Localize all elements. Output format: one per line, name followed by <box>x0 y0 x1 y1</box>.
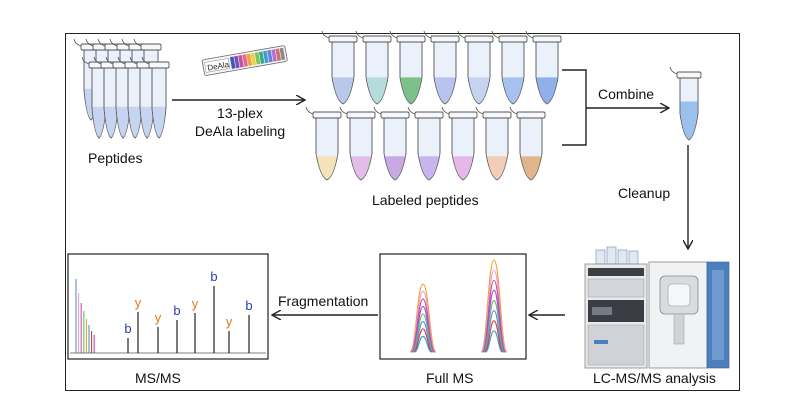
kit-stripe <box>246 53 253 67</box>
fragment-ion-label: y <box>226 314 233 329</box>
kit-stripe <box>234 55 240 69</box>
kit-stripe <box>263 50 269 64</box>
msms-panel <box>67 253 269 360</box>
lcms-label: LC-MS/MS analysis <box>593 370 716 386</box>
combine-bracket <box>562 69 587 146</box>
labeled-tube <box>339 106 376 181</box>
cleanup-label: Cleanup <box>618 185 671 201</box>
labeled-tube <box>423 30 460 105</box>
fullms-peaks <box>409 259 508 353</box>
labeled-tube <box>509 106 546 181</box>
labeled-tube <box>389 30 426 105</box>
fullms-peak-trace <box>484 320 504 353</box>
kit-stripe <box>267 49 273 63</box>
labeled-tube <box>491 30 528 105</box>
labeled-tube <box>373 106 410 181</box>
peptides-label: Peptides <box>88 150 143 166</box>
peptide-tube <box>81 56 110 139</box>
kit-stripe <box>254 52 261 65</box>
kit-stripe <box>275 48 282 61</box>
fullms-peak-trace <box>410 290 436 353</box>
plex-label: 13-plex <box>217 105 263 121</box>
fullms-peak-trace <box>481 269 507 353</box>
fragment-ion-label: y <box>155 310 162 325</box>
labeled-tubes-bottom-row <box>305 106 546 181</box>
labeled-tube <box>441 106 478 181</box>
fullms-peak-trace <box>485 330 503 353</box>
labeled-tube <box>355 30 392 105</box>
labeled-tube <box>305 106 342 181</box>
fullms-peak-trace <box>414 335 432 353</box>
fullms-peak-trace <box>483 310 505 353</box>
fragment-ion-label: y <box>192 296 199 311</box>
kit-stripe <box>229 56 236 69</box>
fragment-ion-label: b <box>210 269 217 284</box>
kit-stripe <box>279 47 286 61</box>
fullms-peak-trace <box>411 305 435 353</box>
reporter-ion-cluster <box>70 279 266 354</box>
peptide-tube-cluster <box>73 38 170 139</box>
labeled-tubes-top-row <box>321 30 562 105</box>
kit-stripe <box>271 49 277 62</box>
fullms-peak-trace <box>410 298 436 353</box>
fragment-ion-label: b <box>245 298 252 313</box>
labeled-peptides-label: Labeled peptides <box>372 192 479 208</box>
workflow-frame <box>65 33 740 391</box>
combined-tube-body <box>669 66 702 141</box>
fullms-peak-trace <box>483 299 505 353</box>
peptide-tube <box>117 56 146 139</box>
deala-labeling-label: DeAla labeling <box>194 123 286 139</box>
fullms-peak-trace <box>480 259 508 353</box>
fragment-ion-label: b <box>173 303 180 318</box>
lcms-instrument-icon <box>584 246 730 369</box>
labeled-tube <box>321 30 358 105</box>
fragment-ion-label: y <box>135 295 142 310</box>
peptide-tube <box>141 56 170 139</box>
fragment-ion-lines <box>127 286 250 353</box>
msms-label: MS/MS <box>135 370 181 386</box>
kit-stripe <box>250 52 257 66</box>
combined-tube <box>669 66 702 141</box>
fullms-peak-trace <box>409 283 437 353</box>
labeled-tube <box>525 30 562 105</box>
fullms-peak-trace <box>413 328 433 353</box>
fullms-peak-trace <box>482 289 506 353</box>
fullms-peak-trace <box>412 313 434 353</box>
fullms-peak-trace <box>481 279 507 353</box>
fullms-label: Full MS <box>426 370 474 386</box>
kit-stripe <box>242 54 248 67</box>
fragment-ion-label: b <box>124 321 131 336</box>
deala-kit-icon: DeAla <box>201 45 288 76</box>
fullms-peak-trace <box>412 320 434 353</box>
kit-tag-text: DeAla <box>207 60 231 73</box>
labeled-tube <box>475 106 512 181</box>
labeled-tube <box>457 30 494 105</box>
labeled-tube <box>407 106 444 181</box>
combine-label: Combine <box>598 86 655 102</box>
kit-stripe <box>238 55 244 68</box>
fragmentation-label: Fragmentation <box>278 293 369 309</box>
kit-stripe <box>258 51 265 64</box>
